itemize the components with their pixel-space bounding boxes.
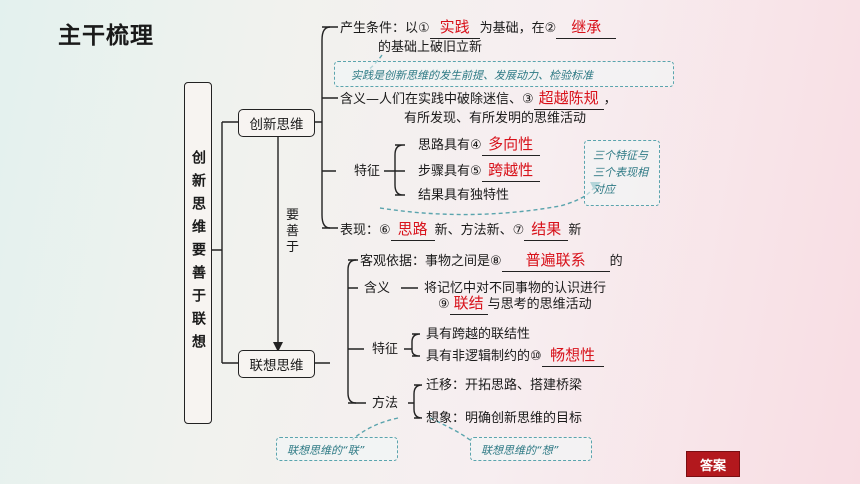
innov-meaning-line1: 含义—人们在实践中破除迷信、③ 超越陈规 ， — [340, 89, 617, 110]
assoc-basis-suffix: 的 — [609, 254, 623, 269]
assoc-feature-1: 具有跨越的联结性 — [426, 327, 531, 342]
answer-3: 超越陈规 — [533, 89, 604, 110]
answer-4: 多向性 — [481, 135, 540, 156]
link-label: 要善于 — [286, 208, 300, 255]
innov-condition-mid: 为基础，在② — [479, 21, 557, 36]
answer-2-text: 继承 — [571, 18, 602, 36]
innov-show-prefix: 表现：⑥ — [340, 223, 391, 238]
innov-condition-line2: 的基础上破旧立新 — [378, 40, 483, 55]
feature-note-box: 三个特征与三个表现相对应 — [584, 140, 660, 206]
innov-feature-3: 结果具有独特性 — [418, 188, 510, 203]
assoc-note-2-box: 联想思维的“想” — [470, 437, 592, 461]
innov-condition-prefix: 产生条件：以① — [340, 21, 430, 36]
innovative-thinking-label: 创新思维 — [249, 117, 304, 133]
innov-show-line: 表现：⑥ 思路新、方法新、⑦ 结果新 — [340, 220, 581, 241]
answer-4-text: 多向性 — [488, 135, 534, 153]
answer-8: 普遍联系 — [501, 251, 610, 272]
answer-button[interactable]: 答案 — [686, 451, 740, 477]
root-topic-box: 创新思维要善于联想 — [184, 82, 212, 424]
page-title: 主干梳理 — [58, 23, 154, 49]
innov-meaning-prefix: 含义—人们在实践中破除迷信、③ — [340, 92, 534, 107]
assoc-method-2: 想象：明确创新思维的目标 — [426, 411, 583, 426]
answer-6-text: 思路 — [397, 220, 428, 238]
innov-feature-label: 特征 — [354, 164, 381, 179]
assoc-method-1: 迁移：开拓思路、搭建桥梁 — [426, 378, 583, 393]
answer-5: 跨越性 — [481, 161, 540, 182]
assoc-note-1-box: 联想思维的“联” — [276, 437, 398, 461]
answer-2: 继承 — [556, 18, 617, 39]
innov-show-mid: 新、方法新、⑦ — [434, 223, 525, 238]
answer-3-text: 超越陈规 — [538, 89, 599, 107]
assoc-feature-label: 特征 — [372, 342, 399, 357]
innov-feature-1-prefix: 思路具有④ — [418, 138, 482, 153]
assoc-meaning-line1: 将记忆中对不同事物的认识进行 — [424, 281, 607, 296]
innov-feature-2-prefix: 步骤具有⑤ — [418, 164, 482, 179]
innov-feature-2: 步骤具有⑤ 跨越性 — [418, 161, 540, 182]
feature-note-text: 三个特征与三个表现相对应 — [593, 149, 648, 196]
association-thinking-node: 联想思维 — [238, 350, 315, 378]
assoc-note-2-text: 联想思维的“想” — [481, 444, 559, 457]
answer-7-text: 结果 — [531, 220, 562, 238]
assoc-meaning-num: ⑨ — [438, 297, 450, 312]
assoc-meaning-suffix: 与思考的思维活动 — [487, 297, 592, 312]
answer-6: 思路 — [390, 220, 435, 241]
assoc-method-label: 方法 — [372, 396, 399, 411]
assoc-feature-2: 具有非逻辑制约的⑩ 畅想性 — [426, 346, 604, 367]
answer-10-text: 畅想性 — [550, 346, 596, 364]
answer-5-text: 跨越性 — [488, 161, 534, 179]
answer-10: 畅想性 — [541, 346, 604, 367]
assoc-basis-prefix: 客观依据：事物之间是⑧ — [360, 254, 502, 269]
answer-1: 实践 — [429, 18, 480, 39]
assoc-meaning-label: 含义 — [364, 281, 391, 296]
answer-9: 联结 — [449, 294, 488, 315]
root-topic-label: 创新思维要善于联想 — [190, 149, 206, 357]
innov-show-suffix: 新 — [568, 223, 582, 238]
assoc-feature-2-prefix: 具有非逻辑制约的⑩ — [426, 349, 542, 364]
innov-condition-line1: 产生条件：以① 实践为基础，在② 继承 — [340, 18, 617, 39]
innov-feature-1: 思路具有④ 多向性 — [418, 135, 540, 156]
condition-note-box: 实践是创新思维的发生前提、发展动力、检验标准 — [334, 61, 674, 87]
condition-note-text: 实践是创新思维的发生前提、发展动力、检验标准 — [351, 69, 593, 82]
answer-1-text: 实践 — [439, 18, 470, 36]
innov-meaning-line2: 有所发现、有所发明的思维活动 — [404, 111, 587, 126]
innov-meaning-comma: ， — [603, 92, 617, 107]
assoc-basis-line: 客观依据：事物之间是⑧ 普遍联系 的 — [360, 251, 623, 272]
association-thinking-label: 联想思维 — [249, 358, 304, 374]
innovative-thinking-node: 创新思维 — [238, 109, 315, 137]
assoc-note-1-text: 联想思维的“联” — [287, 444, 365, 457]
answer-9-text: 联结 — [453, 294, 484, 312]
answer-8-text: 普遍联系 — [525, 251, 586, 269]
answer-7: 结果 — [524, 220, 569, 241]
